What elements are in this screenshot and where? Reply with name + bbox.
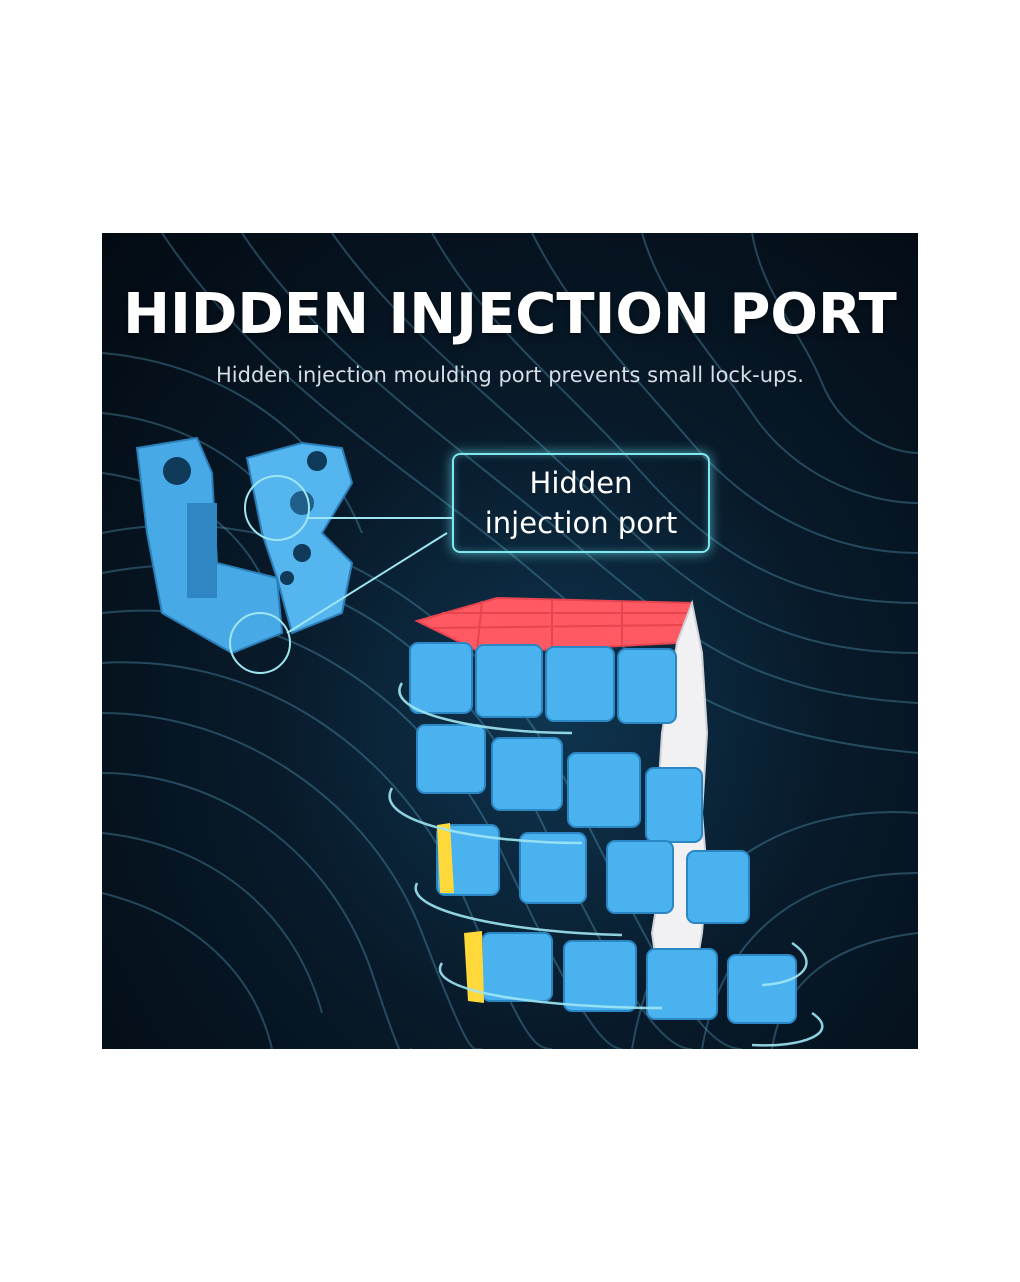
callout-label: Hidden injection port [484, 466, 678, 540]
motion-ring-4 [438, 962, 663, 1010]
motion-ring-1 [398, 682, 573, 735]
motion-ring-5 [761, 941, 808, 987]
pointer-line-bottom [286, 532, 448, 634]
product-illustration [135, 436, 824, 1047]
highlight-circle-bottom [229, 612, 291, 674]
banner-title: HIDDEN INJECTION PORT [123, 282, 897, 347]
motion-ring-2 [388, 787, 583, 845]
cube-yellow-face [437, 823, 484, 1003]
highlight-circle-top [244, 475, 310, 541]
cube-front-face [409, 642, 797, 1024]
product-banner: HIDDEN INJECTION PORT Hidden injection m… [102, 233, 918, 1049]
motion-ring-3 [414, 882, 623, 937]
banner-subtitle: Hidden injection moulding port prevents … [216, 363, 804, 387]
mechanism-piece [135, 436, 354, 655]
motion-ring-6 [751, 1011, 824, 1047]
callout-box: Hidden injection port [452, 453, 710, 553]
